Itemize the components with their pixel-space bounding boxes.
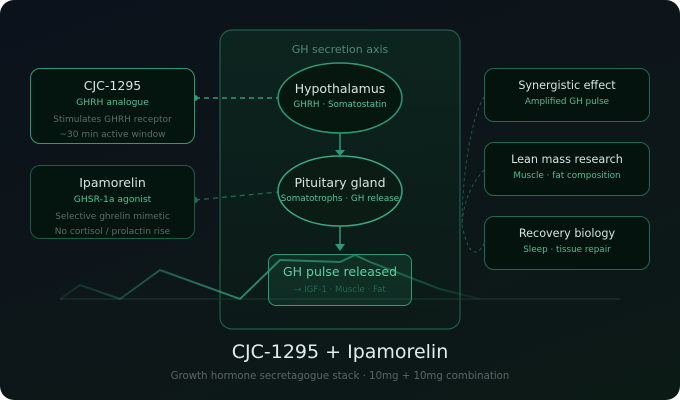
card-detail: Stimulates GHRH receptor	[53, 115, 172, 125]
node-title: Hypothalamus	[294, 81, 386, 96]
card-detail: Selective ghrelin mimetic	[55, 212, 170, 222]
card-recovery-biology[interactable]: Recovery biology Sleep · tissue repair	[484, 216, 650, 270]
card-title: CJC-1295	[83, 78, 142, 93]
hypothalamus-label: Hypothalamus GHRH · Somatostatin	[278, 81, 402, 110]
page-title: CJC-1295 + Ipamorelin	[231, 341, 449, 363]
card-title: Lean mass research	[511, 153, 623, 166]
connector-ipamorelin	[194, 191, 279, 201]
pulse-title: GH pulse released	[282, 264, 398, 279]
card-title: Recovery biology	[518, 227, 616, 240]
card-ipamorelin[interactable]: Ipamorelin GHSR-1a agonist Selective ghr…	[30, 165, 195, 239]
gh-pulse-wave	[59, 253, 481, 301]
gh-pulse-box[interactable]: GH pulse released → IGF-1 · Muscle · Fat	[268, 254, 412, 306]
card-title: Ipamorelin	[79, 175, 146, 190]
card-cjc-1295[interactable]: CJC-1295 GHRH analogue Stimulates GHRH r…	[30, 68, 195, 144]
connector-synergy	[461, 96, 485, 226]
axis-label: GH secretion axis	[291, 43, 389, 56]
page-subtitle: Growth hormone secretagogue stack · 10mg…	[170, 371, 510, 382]
card-role: GHSR-1a agonist	[73, 194, 152, 205]
card-synergistic-effect[interactable]: Synergistic effect Amplified GH pulse	[484, 68, 650, 122]
arrow-head-icon	[335, 150, 345, 156]
pulse-subtitle: → IGF-1 · Muscle · Fat	[294, 285, 386, 295]
connector-recovery	[461, 224, 485, 253]
pituitary-label: Pituitary gland Somatotrophs · GH releas…	[268, 175, 412, 204]
arrow-head-icon	[335, 244, 345, 251]
node-subtitle: Somatotrophs · GH release	[280, 194, 400, 204]
card-title: Synergistic effect	[518, 79, 616, 92]
diagram-canvas: CJC-1295 GHRH analogue Stimulates GHRH r…	[0, 0, 680, 400]
card-subtitle: Amplified GH pulse	[524, 97, 610, 107]
card-subtitle: Sleep · tissue repair	[523, 245, 611, 255]
card-detail: ~30 min active window	[59, 130, 166, 140]
card-detail: No cortisol / prolactin rise	[54, 227, 171, 237]
card-subtitle: Muscle · fat composition	[513, 171, 621, 181]
card-details: Selective ghrelin mimetic No cortisol / …	[31, 210, 194, 240]
node-subtitle: GHRH · Somatostatin	[293, 100, 387, 110]
card-lean-mass-research[interactable]: Lean mass research Muscle · fat composit…	[484, 142, 650, 196]
connector-lean	[461, 169, 485, 226]
card-details: Stimulates GHRH receptor ~30 min active …	[31, 113, 194, 143]
node-title: Pituitary gland	[294, 175, 386, 190]
card-role: GHRH analogue	[76, 97, 149, 108]
